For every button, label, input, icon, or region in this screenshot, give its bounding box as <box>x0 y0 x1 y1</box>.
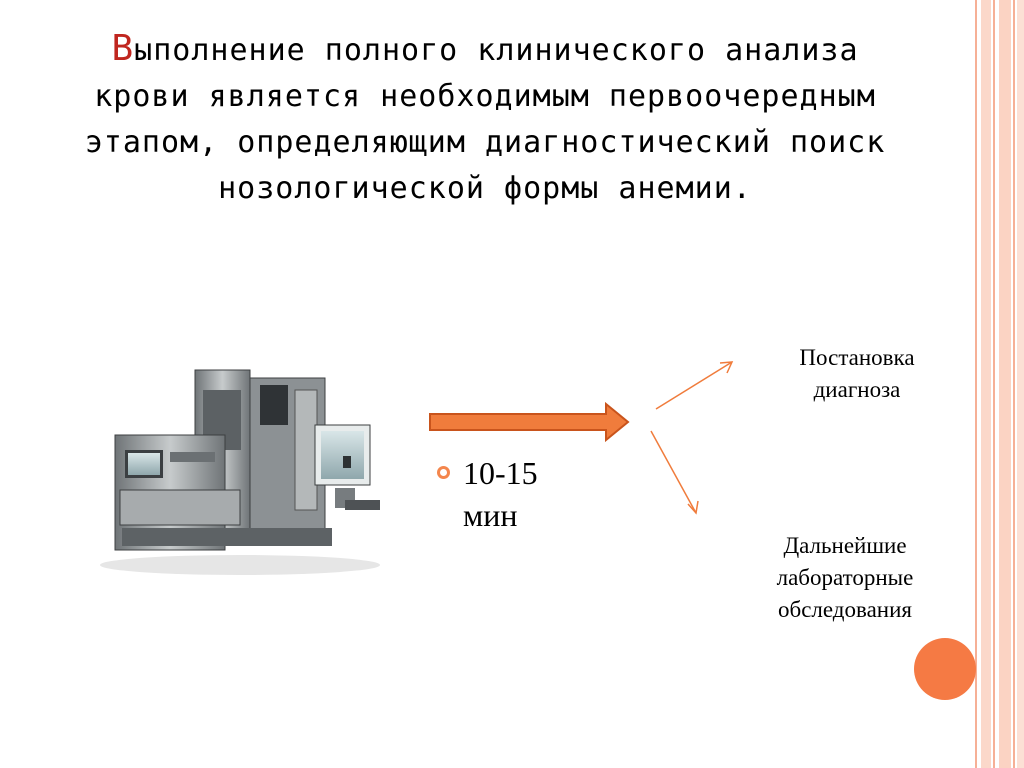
outcome-diagnosis: Постановка диагноза <box>799 345 915 402</box>
title-first-letter: В <box>111 28 135 69</box>
decor-stripe <box>975 0 977 768</box>
blood-analyzer-icon <box>100 369 380 575</box>
right-arrow-icon <box>429 402 630 442</box>
duration-text: 10-15 мин <box>463 455 538 533</box>
bullet-icon <box>437 466 450 479</box>
decor-stripe <box>981 0 991 768</box>
branch-arrow-down <box>650 430 699 515</box>
decor-stripe <box>993 0 995 768</box>
title-text: ыполнение полного клинического анализа к… <box>84 33 886 206</box>
decor-stripe <box>1017 0 1024 768</box>
branch-arrow-up <box>655 361 734 410</box>
decor-circle <box>914 638 976 700</box>
decor-stripe <box>999 0 1011 768</box>
decor-stripe <box>1013 0 1015 768</box>
outcome-further-tests: Дальнейшие лабораторные обследования <box>776 533 914 622</box>
slide-title: Выполнение полного клинического анализа … <box>70 26 900 212</box>
